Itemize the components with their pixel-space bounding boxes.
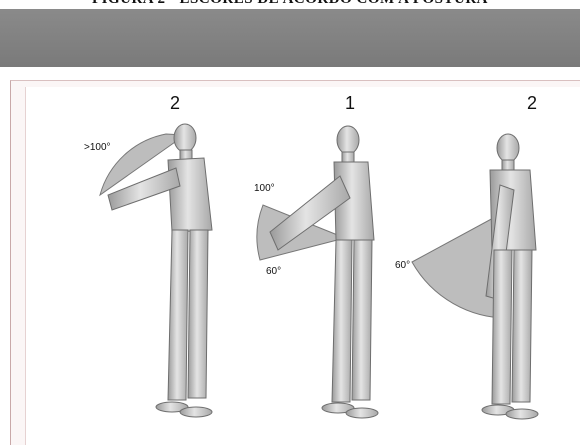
figure-right: 2 60° 0° [395,93,538,419]
human-figure-right [482,134,538,419]
angle-label-left: >100° [84,142,111,153]
angle-label-middle-lower: 60° [266,266,281,277]
human-figure-middle [270,126,378,418]
angle-label-right-upper: 60° [395,260,410,271]
figure-left: 2 >100° [84,93,212,417]
score-label-middle: 1 [345,93,355,113]
angle-label-middle-upper: 100° [254,183,275,194]
score-label-right: 2 [527,93,537,113]
figure-middle: 1 100° 60° [254,93,378,418]
score-label-left: 2 [170,93,180,113]
